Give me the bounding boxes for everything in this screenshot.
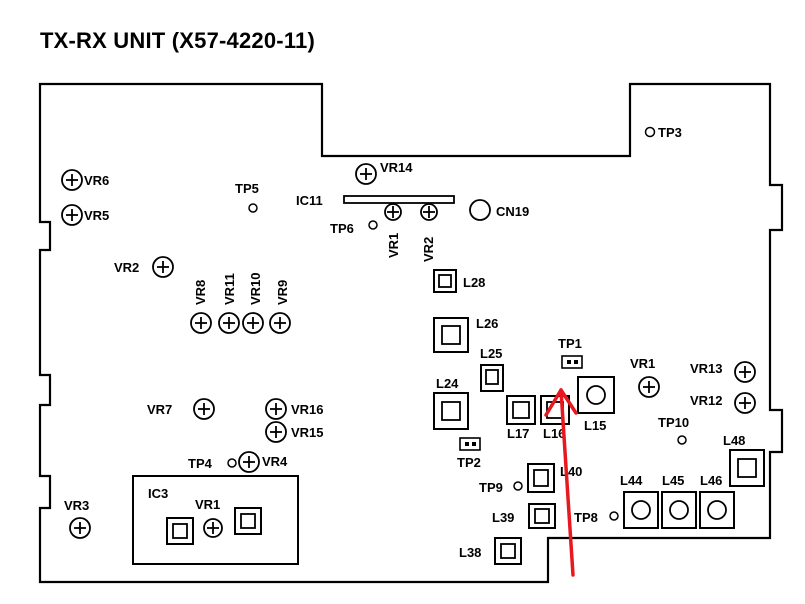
l26-coil bbox=[433, 317, 469, 353]
tp6-label: TP6 bbox=[330, 221, 354, 236]
vr11-label: VR11 bbox=[222, 273, 237, 305]
l44-label: L44 bbox=[620, 473, 643, 488]
vr13-label: VR13 bbox=[690, 361, 723, 376]
tp9-label: TP9 bbox=[479, 480, 503, 495]
vr5-label: VR5 bbox=[84, 208, 109, 223]
l40-label: L40 bbox=[560, 464, 582, 479]
red-arrow-icon bbox=[544, 388, 578, 577]
board-outline bbox=[38, 82, 784, 584]
vr16-label: VR16 bbox=[291, 402, 324, 417]
l16-label: L16 bbox=[543, 426, 565, 441]
l17-label: L17 bbox=[507, 426, 529, 441]
vr3-label: VR3 bbox=[64, 498, 89, 513]
ic11-chip bbox=[343, 195, 455, 204]
tp8-label: TP8 bbox=[574, 510, 598, 525]
l24-label: L24 bbox=[436, 376, 459, 391]
vr2-label: VR2 bbox=[114, 260, 139, 275]
tp2-header bbox=[459, 437, 481, 451]
l38-label: L38 bbox=[459, 545, 481, 560]
l25-label: L25 bbox=[480, 346, 502, 361]
ic3-outline bbox=[132, 475, 299, 565]
tp9-testpoint bbox=[513, 481, 523, 491]
l39-label: L39 bbox=[492, 510, 514, 525]
l28-label: L28 bbox=[463, 275, 485, 290]
cn19-label: CN19 bbox=[496, 204, 529, 219]
vr10-label: VR10 bbox=[248, 272, 263, 305]
vr6-label: VR6 bbox=[84, 173, 109, 188]
ic11-label: IC11 bbox=[296, 193, 323, 208]
vr7-label: VR7 bbox=[147, 402, 172, 417]
l46-label: L46 bbox=[700, 473, 722, 488]
ic3-coil-left bbox=[166, 517, 194, 545]
vr15-label: VR15 bbox=[291, 425, 324, 440]
tp4-label: TP4 bbox=[188, 456, 213, 471]
tp3-label: TP3 bbox=[658, 125, 682, 140]
vr1-right-label: VR1 bbox=[630, 356, 655, 371]
vr4-label: VR4 bbox=[262, 454, 288, 469]
tp1-header bbox=[561, 355, 583, 369]
tp4-testpoint bbox=[227, 458, 237, 468]
tp6-testpoint bbox=[368, 220, 378, 230]
tp10-label: TP10 bbox=[658, 415, 689, 430]
tp5-label: TP5 bbox=[235, 181, 259, 196]
l48-label: L48 bbox=[723, 433, 745, 448]
l45-coil bbox=[661, 491, 697, 529]
vr8-label: VR8 bbox=[193, 280, 208, 305]
tp2-label: TP2 bbox=[457, 455, 481, 470]
tp10-testpoint bbox=[677, 435, 687, 445]
cn19-connector bbox=[469, 199, 491, 221]
vr12-label: VR12 bbox=[690, 393, 723, 408]
l26-label: L26 bbox=[476, 316, 498, 331]
vr14-label: VR14 bbox=[380, 160, 413, 175]
vr1-ic3-label: VR1 bbox=[195, 497, 220, 512]
vr1-top-label: VR1 bbox=[386, 233, 401, 258]
tp5-testpoint bbox=[248, 203, 258, 213]
l15-label: L15 bbox=[584, 418, 606, 433]
page-title: TX-RX UNIT (X57-4220-11) bbox=[40, 28, 315, 53]
tp3-testpoint bbox=[644, 126, 656, 138]
tp1-label: TP1 bbox=[558, 336, 582, 351]
ic3-label: IC3 bbox=[148, 486, 168, 501]
vr2-top-label: VR2 bbox=[421, 237, 436, 262]
vr9-label: VR9 bbox=[275, 280, 290, 305]
l45-label: L45 bbox=[662, 473, 684, 488]
tp8-testpoint bbox=[609, 511, 619, 521]
